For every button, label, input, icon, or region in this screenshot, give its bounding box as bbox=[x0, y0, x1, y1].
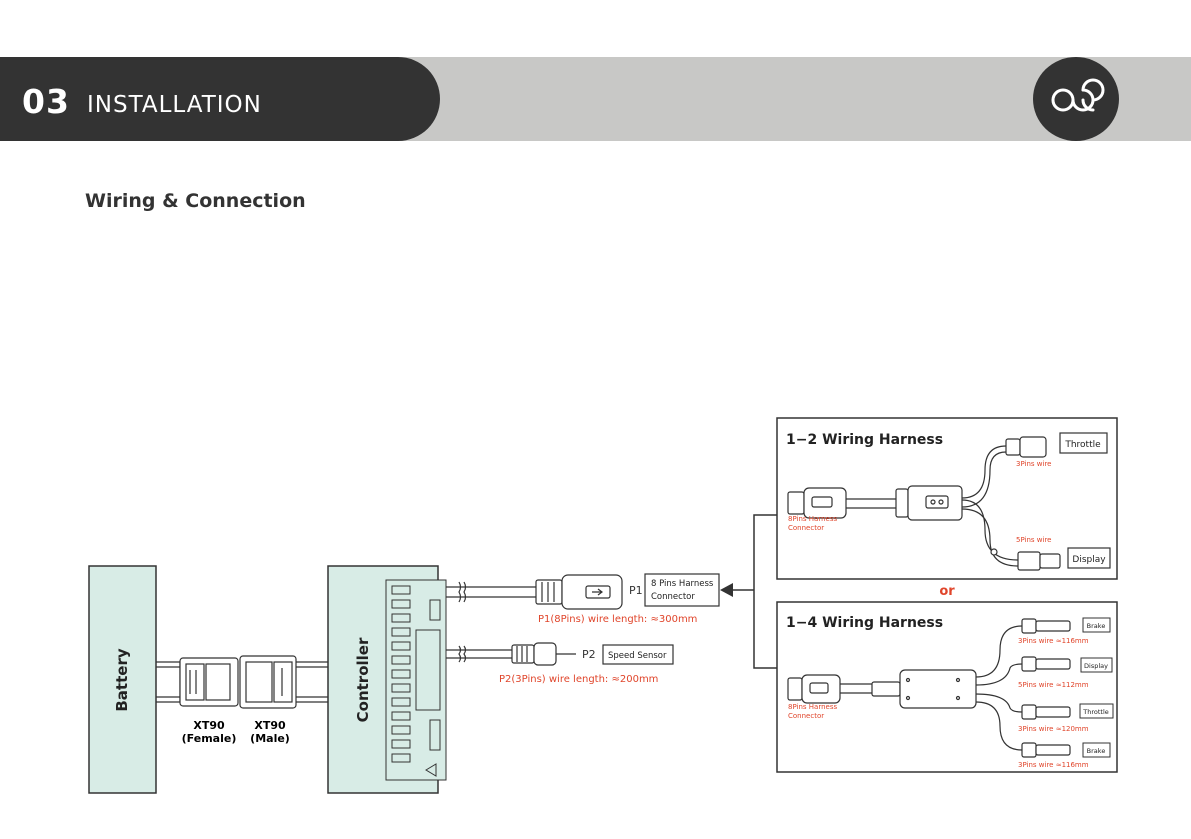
p1-cable bbox=[446, 581, 536, 603]
harness-1-4-brake-label-2: Brake bbox=[1087, 747, 1106, 755]
controller-terminal-strip bbox=[385, 579, 447, 781]
section-title: Wiring & Connection bbox=[85, 190, 306, 212]
xt90-male-label-2: (Male) bbox=[250, 732, 290, 745]
harness-1-2-drawing bbox=[787, 436, 1061, 571]
battery-label: Battery bbox=[113, 648, 131, 711]
harness-1-4-brake-box-1 bbox=[1082, 617, 1111, 633]
harness-1-2-title: 1−2 Wiring Harness bbox=[786, 432, 943, 448]
p1-wire-length: P1(8Pins) wire length: ≈300mm bbox=[538, 614, 697, 625]
brand-logo-icon bbox=[1033, 57, 1119, 141]
p2-label: P2 bbox=[582, 648, 596, 661]
harness-1-4-throttle-box bbox=[1079, 703, 1114, 719]
harness-1-2-wire-bottom: 5Pins wire bbox=[1016, 536, 1051, 544]
harness-1-4-title: 1−4 Wiring Harness bbox=[786, 615, 943, 631]
option-bracket bbox=[730, 514, 777, 669]
battery-block bbox=[88, 565, 157, 794]
battery-cables bbox=[156, 661, 181, 703]
p2-wire-length: P2(3Pins) wire length: ≈200mm bbox=[499, 674, 658, 685]
controller-label: Controller bbox=[354, 637, 372, 722]
xt90-female-label-2: (Female) bbox=[182, 732, 237, 745]
harness-1-2-connector-label-2: Connector bbox=[788, 524, 824, 532]
harness-1-4-wire-4: 3Pins wire ≈116mm bbox=[1018, 761, 1089, 769]
harness-1-4-connector-label-2: Connector bbox=[788, 712, 824, 720]
connector-to-controller-cables bbox=[296, 661, 328, 703]
harness-1-2-wire-top: 3Pins wire bbox=[1016, 460, 1051, 468]
xt90-female-connector bbox=[179, 657, 239, 707]
harness-1-2-display-label: Display bbox=[1072, 555, 1106, 565]
p1-box bbox=[644, 573, 720, 607]
harness-1-4-display-label: Display bbox=[1084, 662, 1108, 670]
p1-label: P1 bbox=[629, 584, 643, 597]
p2-box-label: Speed Sensor bbox=[608, 651, 667, 661]
p2-connector bbox=[511, 642, 576, 666]
p1-connector bbox=[535, 574, 623, 610]
harness-1-4-wire-3: 3Pins wire ≈120mm bbox=[1018, 725, 1089, 733]
harness-1-4-throttle-label: Throttle bbox=[1082, 708, 1109, 716]
harness-1-4-connector-label-1: 8Pins Harness bbox=[788, 703, 837, 711]
xt90-male-connector bbox=[239, 655, 297, 709]
harness-1-4-brake-box-2 bbox=[1082, 742, 1111, 758]
section-number: 03 bbox=[22, 82, 70, 121]
bracket-arrow-icon bbox=[720, 583, 733, 597]
harness-1-4-wire-1: 3Pins wire ≈116mm bbox=[1018, 637, 1089, 645]
harness-1-4-drawing bbox=[787, 618, 1071, 758]
p2-cable bbox=[446, 645, 512, 663]
p2-box bbox=[602, 644, 674, 665]
p1-box-line-1: 8 Pins Harness bbox=[651, 579, 714, 589]
harness-1-4-display-box bbox=[1080, 657, 1113, 673]
harness-1-2-display-box bbox=[1067, 547, 1111, 569]
section-tab bbox=[0, 57, 440, 141]
harness-1-4-brake-label-1: Brake bbox=[1087, 622, 1106, 630]
p1-box-line-2: Connector bbox=[651, 592, 695, 602]
harness-1-2-throttle-label: Throttle bbox=[1064, 440, 1101, 450]
section-heading: INSTALLATION bbox=[87, 92, 262, 118]
xt90-female-label-1: XT90 bbox=[193, 719, 225, 732]
xt90-male-label-1: XT90 bbox=[254, 719, 286, 732]
or-label: or bbox=[939, 584, 955, 599]
harness-1-2-connector-label-1: 8Pins Harness bbox=[788, 515, 837, 523]
harness-1-2-throttle-box bbox=[1059, 432, 1108, 454]
harness-1-4-wire-2: 5Pins wire ≈112mm bbox=[1018, 681, 1089, 689]
